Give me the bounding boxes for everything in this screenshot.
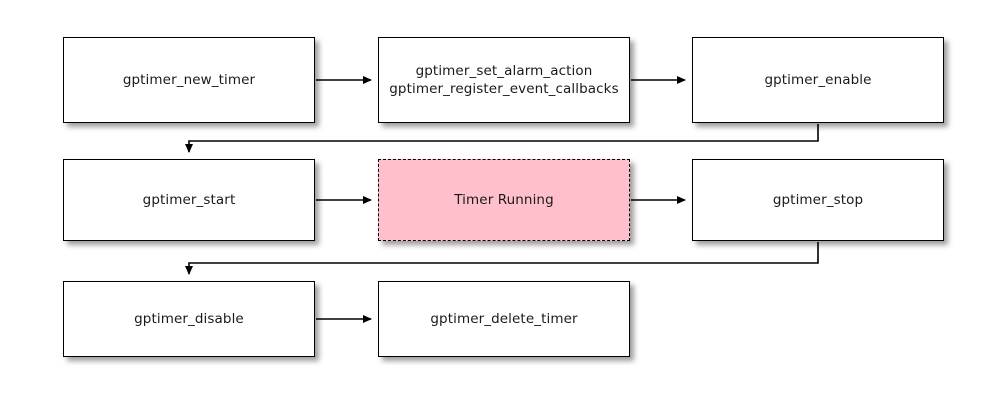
node-label: gptimer_start <box>142 191 236 208</box>
node-label: gptimer_set_alarm_action gptimer_registe… <box>389 62 619 97</box>
node-gptimer-delete-timer[interactable]: gptimer_delete_timer <box>378 281 630 357</box>
node-label: gptimer_delete_timer <box>430 310 578 327</box>
node-gptimer-disable[interactable]: gptimer_disable <box>63 281 315 357</box>
node-label: gptimer_new_timer <box>122 71 256 88</box>
node-gptimer-set-alarm-action[interactable]: gptimer_set_alarm_action gptimer_registe… <box>378 37 630 123</box>
node-label: Timer Running <box>454 191 554 208</box>
node-gptimer-new-timer[interactable]: gptimer_new_timer <box>63 37 315 123</box>
edges <box>185 76 819 323</box>
node-timer-running[interactable]: Timer Running <box>378 159 630 241</box>
node-gptimer-enable[interactable]: gptimer_enable <box>692 37 944 123</box>
edge-stop-to-disable <box>185 242 819 275</box>
node-label: gptimer_enable <box>764 71 872 88</box>
node-gptimer-stop[interactable]: gptimer_stop <box>692 159 944 241</box>
edge-enable-to-start <box>185 124 819 153</box>
node-gptimer-start[interactable]: gptimer_start <box>63 159 315 241</box>
node-label: gptimer_stop <box>772 191 864 208</box>
node-label: gptimer_disable <box>134 310 244 327</box>
